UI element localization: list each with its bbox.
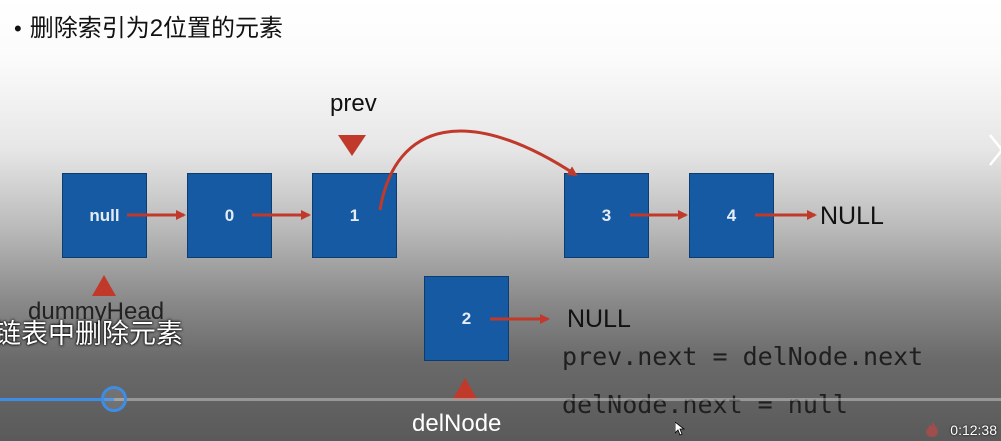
bullet-text: 删除索引为2位置的元素: [29, 15, 284, 42]
delnode-pointer-triangle: [453, 378, 477, 399]
node-1: 1: [312, 173, 397, 258]
video-subtitle: 链表中删除元素: [0, 319, 183, 349]
delnode-label: delNode: [412, 410, 502, 437]
dummyhead-pointer-triangle: [92, 275, 116, 296]
time-display: 0:12:38: [950, 422, 997, 438]
progress-fill: [0, 398, 114, 401]
code-line-2: delNode.next = null: [562, 390, 848, 419]
code-line-1: prev.next = delNode.next: [562, 342, 924, 371]
bullet-point: • 删除索引为2位置的元素: [14, 8, 283, 43]
flame-icon: [926, 421, 938, 437]
chevron-right-icon[interactable]: [987, 133, 1001, 167]
null-label-del: NULL: [567, 305, 631, 333]
dummyhead-label: dummyHead: [28, 298, 165, 325]
arrow-1-to-3-curve: [378, 129, 578, 211]
progress-knob[interactable]: [101, 386, 127, 412]
prev-pointer-triangle: [338, 135, 366, 156]
prev-label: prev: [330, 90, 377, 117]
null-label-main: NULL: [820, 202, 884, 230]
bullet-dot: •: [14, 16, 22, 41]
mouse-cursor-icon: [675, 422, 685, 436]
progress-track[interactable]: [0, 398, 1001, 401]
